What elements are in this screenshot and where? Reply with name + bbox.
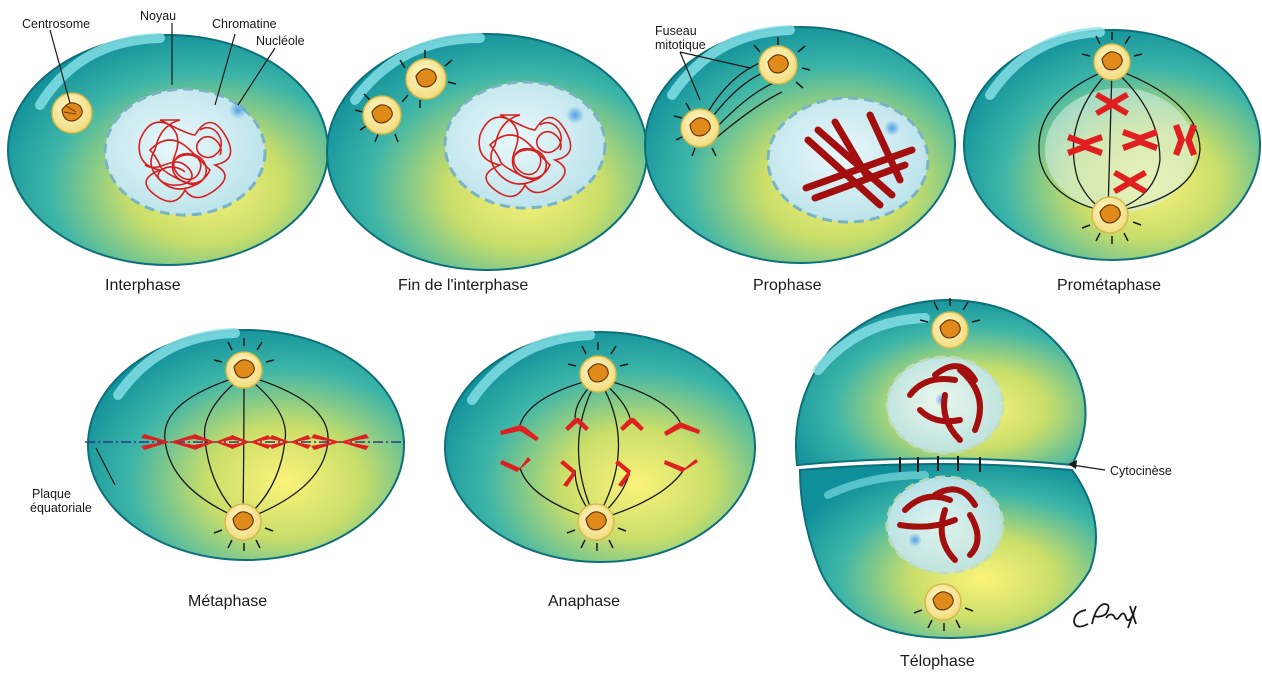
nucleus — [105, 89, 265, 215]
label-chromatine: Chromatine — [212, 17, 277, 31]
label-plaque-1: Plaque — [32, 487, 71, 501]
nucleus — [445, 82, 605, 208]
caption-interphase: Interphase — [105, 277, 181, 294]
cell-prometaphase: Prométaphase — [964, 30, 1260, 294]
nucleus — [887, 357, 1003, 453]
label-fuseau-1: Fuseau — [655, 24, 697, 38]
cell-prophase: Fuseau mitotique Prophase — [645, 24, 955, 294]
caption-metaphase: Métaphase — [188, 593, 267, 610]
cell-telophase: Cytocinèse Télophase — [796, 298, 1172, 670]
nucleus — [768, 98, 928, 222]
label-fuseau-2: mitotique — [655, 38, 706, 52]
nucleolus — [884, 120, 900, 136]
centrosome — [52, 93, 92, 133]
nucleolus — [566, 106, 584, 124]
label-nucleole: Nucléole — [256, 34, 305, 48]
nucleolus — [229, 101, 247, 119]
label-plaque-2: équatoriale — [30, 501, 92, 515]
cell-interphase: Centrosome Noyau Chromatine Nucléole Int… — [8, 9, 328, 294]
nucleolus — [908, 533, 922, 547]
caption-prophase: Prophase — [753, 277, 822, 294]
cell-metaphase: Plaque équatoriale Métaphase — [30, 330, 405, 610]
label-centrosome: Centrosome — [22, 17, 90, 31]
nucleus — [887, 477, 1003, 573]
label-cytocinese: Cytocinèse — [1110, 464, 1172, 478]
cell-anaphase: Anaphase — [445, 332, 755, 610]
caption-anaphase: Anaphase — [548, 593, 620, 610]
label-noyau: Noyau — [140, 9, 176, 23]
caption-telophase: Télophase — [900, 653, 975, 670]
artist-signature — [1074, 604, 1136, 628]
caption-fin-interphase: Fin de l'interphase — [398, 277, 528, 294]
cell-fin-interphase: Fin de l'interphase — [327, 34, 647, 294]
caption-prometaphase: Prométaphase — [1057, 277, 1161, 294]
